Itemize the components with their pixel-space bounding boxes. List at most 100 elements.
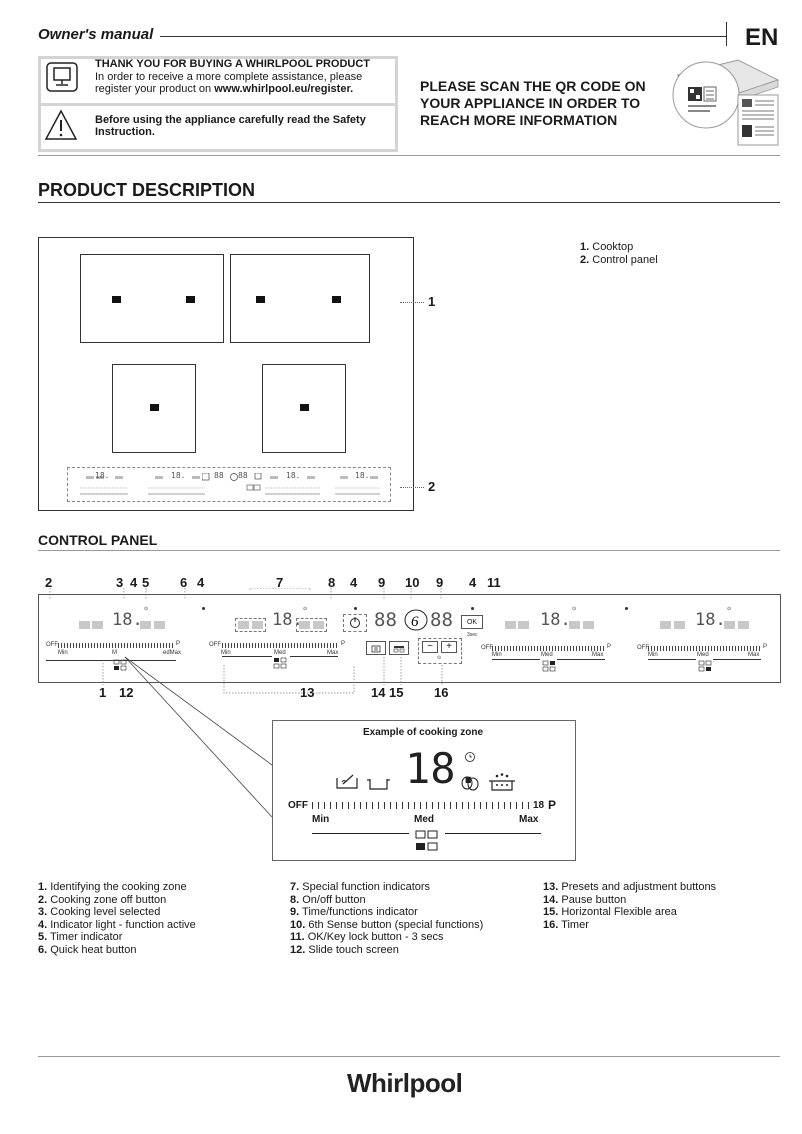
cooking-level-display: 18.	[540, 610, 571, 630]
label-4: 4	[350, 575, 358, 590]
monitor-icon	[46, 62, 78, 97]
legend-item: 10. 6th Sense button (special functions)	[290, 918, 484, 931]
legend-column-2: 7. Special function indicators 8. On/off…	[290, 881, 483, 956]
pause-button[interactable]	[366, 641, 386, 655]
mini-time-display: 88	[238, 471, 248, 480]
zone-marker	[112, 296, 121, 303]
sixth-sense-button[interactable]: 6	[403, 607, 429, 638]
timer-segment	[313, 621, 324, 629]
label-14: 14	[371, 685, 386, 700]
legend-item: 3. Cooking level selected	[38, 906, 161, 918]
flexible-area-button[interactable]	[389, 641, 409, 655]
thanks-line2: In order to receive a more complete assi…	[95, 71, 363, 83]
label-5: 5	[142, 575, 150, 590]
timer-indicator-icon: ⊙	[727, 606, 732, 612]
timer-indicator-icon	[464, 750, 476, 768]
slider-track[interactable]	[222, 656, 272, 657]
zone-id-icon	[542, 659, 556, 677]
indicator-light	[625, 607, 628, 610]
manual-title: Owner's manual	[38, 26, 154, 43]
plus-button[interactable]: +	[441, 641, 457, 653]
p-label: P	[341, 641, 346, 647]
language-code: EN	[745, 24, 779, 51]
footer-rule	[38, 1056, 780, 1057]
legend-item: 1. Identifying the cooking zone	[38, 881, 187, 893]
slider-track[interactable]	[46, 660, 176, 661]
power-slider-scale[interactable]	[648, 646, 760, 651]
example-slider-track[interactable]	[445, 833, 541, 834]
power-slider-scale[interactable]	[222, 643, 338, 648]
timer-segment	[299, 621, 310, 629]
off-label: OFF	[637, 645, 649, 651]
label-1: 1	[99, 685, 107, 700]
header-divider	[726, 22, 727, 46]
cooking-zone-rear-right	[262, 364, 346, 453]
max-label: Max	[592, 652, 604, 658]
label-12: 12	[119, 685, 134, 700]
zone-segment	[238, 621, 249, 629]
callout-line	[400, 302, 424, 303]
cooking-zone-rear-left	[112, 364, 196, 453]
slider-track[interactable]	[648, 659, 696, 660]
special-function-indicators	[235, 618, 266, 632]
timer-indicator-icon: ⊙	[572, 606, 577, 612]
warning-line2: Instruction.	[95, 126, 155, 138]
p-label: P	[607, 644, 612, 650]
registration-box-divider	[41, 103, 395, 106]
zone-id-icon	[113, 658, 127, 676]
label-3: 3	[116, 575, 124, 590]
lock-icon: 3sec	[467, 632, 478, 638]
legend-item: 2. Cooking zone off button	[38, 893, 167, 906]
register-url[interactable]: www.whirlpool.eu/register.	[214, 83, 354, 95]
warning-icon	[44, 109, 78, 146]
example-title: Example of cooking zone	[363, 727, 484, 738]
example-med-label: Med	[414, 814, 434, 825]
slider-track[interactable]	[290, 656, 338, 657]
legend-item: 7. Special function indicators	[290, 881, 431, 893]
label-4: 4	[130, 575, 138, 590]
off-label: OFF	[46, 642, 58, 648]
zone-id-icon	[273, 656, 287, 674]
melt-function-icon	[335, 772, 361, 795]
min-label: Min	[221, 650, 231, 656]
simmer-function-icon	[459, 775, 481, 796]
mini-center-controls	[201, 472, 262, 506]
label-8: 8	[328, 575, 336, 590]
max-label: Max	[748, 652, 760, 658]
mini-level-display: 18.	[95, 471, 110, 480]
timer-segment	[569, 621, 580, 629]
power-slider-scale[interactable]	[58, 643, 174, 648]
on-off-button[interactable]	[343, 614, 367, 632]
label-11: 11	[487, 575, 501, 590]
legend-item: 5. Timer indicator	[38, 931, 123, 943]
timer-segment	[140, 621, 151, 629]
power-slider-scale[interactable]	[492, 646, 604, 651]
ok-key-lock-button[interactable]: OK	[461, 615, 483, 629]
cooking-zone-front-right	[230, 254, 370, 343]
med-label: Med	[274, 650, 286, 656]
register-text: register your product on	[95, 83, 215, 95]
slider-track[interactable]	[492, 659, 540, 660]
zone-marker	[332, 296, 341, 303]
max-label: Max	[327, 650, 339, 656]
example-min-label: Min	[312, 814, 330, 825]
keep-warm-icon	[367, 775, 391, 796]
legend-column-1: 1. Identifying the cooking zone 2. Cooki…	[38, 881, 196, 956]
example-slider-track[interactable]	[312, 833, 409, 834]
slider-track[interactable]	[713, 659, 761, 660]
control-panel-strip	[67, 467, 391, 502]
example-zone-id-icon	[414, 829, 440, 858]
mini-level-display: 18.	[171, 471, 186, 480]
slider-track[interactable]	[557, 659, 605, 660]
thanks-heading: THANK YOU FOR BUYING A WHIRLPOOL PRODUCT	[95, 58, 370, 70]
timer-icon: ⊙	[437, 655, 442, 661]
example-max-label: Max	[519, 814, 539, 825]
example-off-label: OFF	[288, 800, 308, 811]
svg-text:6: 6	[411, 614, 419, 630]
callout-2: 2	[428, 479, 436, 494]
minus-button[interactable]: −	[422, 641, 438, 653]
example-power-scale[interactable]	[312, 802, 532, 809]
min-label: Min	[58, 650, 68, 656]
mini-zone-display	[80, 474, 380, 503]
timer-indicator-icon: ⊙	[144, 606, 149, 612]
